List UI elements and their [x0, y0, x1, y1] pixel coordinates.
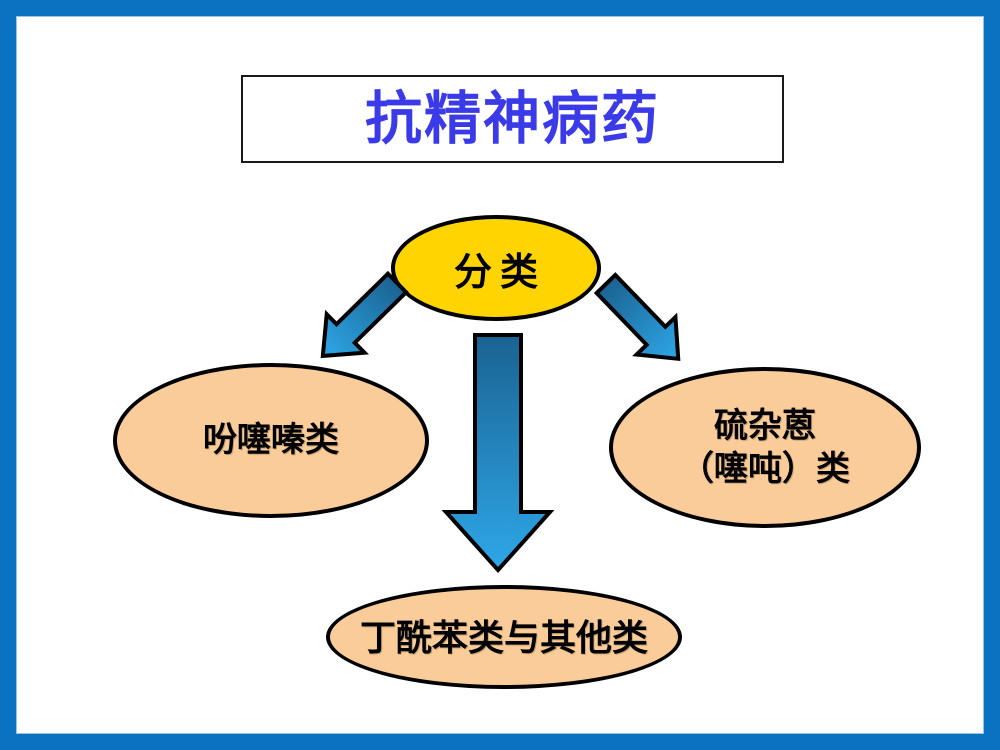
child-node-label: 丁酰苯类与其他类 — [359, 616, 648, 658]
root-node-classification: 分类 — [391, 215, 601, 321]
page-title: 抗精神病药 — [365, 86, 660, 151]
child-node-butyrophenones-others: 丁酰苯类与其他类 — [326, 585, 682, 689]
child-node-label-line2: （噻吨）类 — [680, 449, 850, 488]
root-node-label: 分类 — [453, 251, 546, 294]
title-box: 抗精神病药 — [241, 75, 784, 163]
child-node-thioxanthenes: 硫杂蒽 （噻吨）类 — [609, 367, 921, 528]
child-node-phenothiazines: 吩噻嗪类 — [113, 363, 429, 518]
child-node-label-line1: 硫杂蒽 — [714, 407, 816, 445]
child-node-label: 吩噻嗪类 — [203, 421, 339, 460]
slide-canvas: 抗精神病药 分类 吩噻嗪类 硫杂蒽 （噻吨）类 丁酰苯类与其他类 — [16, 16, 984, 734]
